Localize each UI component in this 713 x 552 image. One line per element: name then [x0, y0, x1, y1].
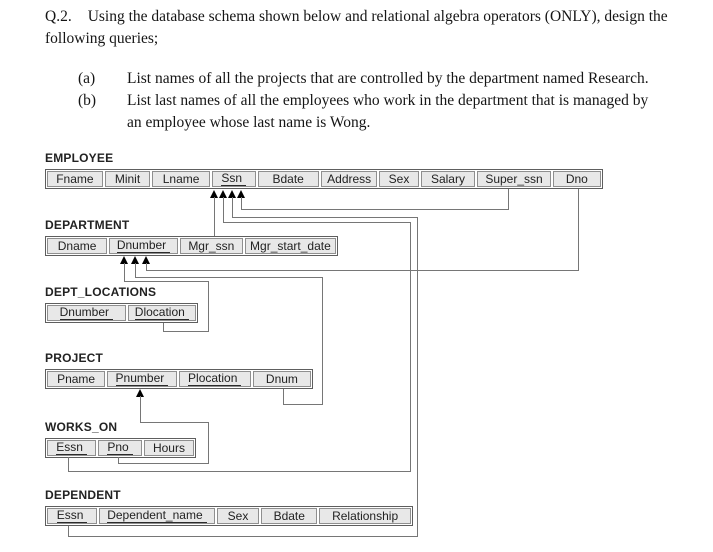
- part-b-label: (b): [78, 92, 97, 109]
- table-project: PROJECT Pname Pnumber Plocation Dnum: [45, 351, 313, 389]
- table-dependent-row: Essn Dependent_name Sex Bdate Relationsh…: [45, 506, 413, 526]
- part-b-text: List last names of all the employees who…: [127, 92, 649, 131]
- column-dependent-relationship: Relationship: [319, 508, 412, 524]
- table-department-row: Dname Dnumber Mgr_ssn Mgr_start_date: [45, 236, 338, 256]
- question-intro-text: Using the database schema shown below an…: [45, 8, 668, 47]
- column-employee-dno: Dno: [552, 171, 601, 187]
- table-department: DEPARTMENT Dname Dnumber Mgr_ssn Mgr_sta…: [45, 218, 338, 256]
- column-works-on-pno: Pno: [98, 440, 142, 456]
- table-works-on-row: Essn Pno Hours: [45, 438, 196, 458]
- table-dept-locations: DEPT_LOCATIONS Dnumber Dlocation: [45, 285, 198, 323]
- part-a-text: List names of all the projects that are …: [127, 70, 649, 87]
- table-dependent-name: DEPENDENT: [45, 488, 121, 502]
- column-employee-minit: Minit: [104, 171, 151, 187]
- column-employee-lname: Lname: [152, 171, 210, 187]
- arrow-up-icon: [120, 256, 128, 264]
- column-dependent-sex: Sex: [216, 508, 260, 524]
- table-employee-name: EMPLOYEE: [45, 151, 114, 165]
- column-employee-super-ssn: Super_ssn: [477, 171, 551, 187]
- column-department-mgr-ssn: Mgr_ssn: [179, 238, 243, 254]
- arrow-up-icon: [237, 190, 245, 198]
- column-project-pnumber: Pnumber: [107, 371, 177, 387]
- column-works-on-essn: Essn: [47, 440, 97, 456]
- column-dependent-bdate: Bdate: [261, 508, 318, 524]
- table-dept-locations-row: Dnumber Dlocation: [45, 303, 198, 323]
- question-intro: Q.2.Using the database schema shown belo…: [45, 6, 677, 50]
- arrow-up-icon: [210, 190, 218, 198]
- column-employee-sex: Sex: [379, 171, 419, 187]
- arrow-up-icon: [142, 256, 150, 264]
- column-employee-salary: Salary: [420, 171, 476, 187]
- arrow-up-icon: [219, 190, 227, 198]
- column-dept-locations-dlocation: Dlocation: [127, 305, 196, 321]
- table-department-name: DEPARTMENT: [45, 218, 130, 232]
- arrow-up-icon: [136, 389, 144, 397]
- column-dependent-dependent-name: Dependent_name: [99, 508, 215, 524]
- table-project-name: PROJECT: [45, 351, 104, 365]
- column-project-pname: Pname: [47, 371, 106, 387]
- question-part-b: (b) List last names of all the employees…: [78, 90, 668, 134]
- part-a-label: (a): [78, 70, 96, 87]
- column-works-on-hours: Hours: [143, 440, 194, 456]
- column-department-dname: Dname: [47, 238, 108, 254]
- question-number: Q.2.: [45, 8, 72, 25]
- column-project-dnum: Dnum: [252, 371, 312, 387]
- column-dept-locations-dnumber: Dnumber: [47, 305, 126, 321]
- arrow-up-icon: [131, 256, 139, 264]
- table-dependent: DEPENDENT Essn Dependent_name Sex Bdate …: [45, 488, 413, 526]
- table-works-on-name: WORKS_ON: [45, 420, 118, 434]
- table-dept-locations-name: DEPT_LOCATIONS: [45, 285, 157, 299]
- column-employee-fname: Fname: [47, 171, 103, 187]
- column-project-plocation: Plocation: [178, 371, 251, 387]
- column-employee-address: Address: [320, 171, 378, 187]
- table-employee: EMPLOYEE Fname Minit Lname Ssn Bdate Add…: [45, 151, 603, 189]
- column-dependent-essn: Essn: [47, 508, 98, 524]
- arrow-up-icon: [228, 190, 236, 198]
- column-employee-ssn: Ssn: [211, 171, 256, 187]
- table-employee-row: Fname Minit Lname Ssn Bdate Address Sex …: [45, 169, 603, 189]
- question-parts: (a) List names of all the projects that …: [78, 68, 668, 134]
- column-department-mgr-start-date: Mgr_start_date: [244, 238, 336, 254]
- column-employee-bdate: Bdate: [257, 171, 319, 187]
- column-department-dnumber: Dnumber: [109, 238, 178, 254]
- question-part-a: (a) List names of all the projects that …: [78, 68, 668, 90]
- table-works-on: WORKS_ON Essn Pno Hours: [45, 420, 196, 458]
- table-project-row: Pname Pnumber Plocation Dnum: [45, 369, 313, 389]
